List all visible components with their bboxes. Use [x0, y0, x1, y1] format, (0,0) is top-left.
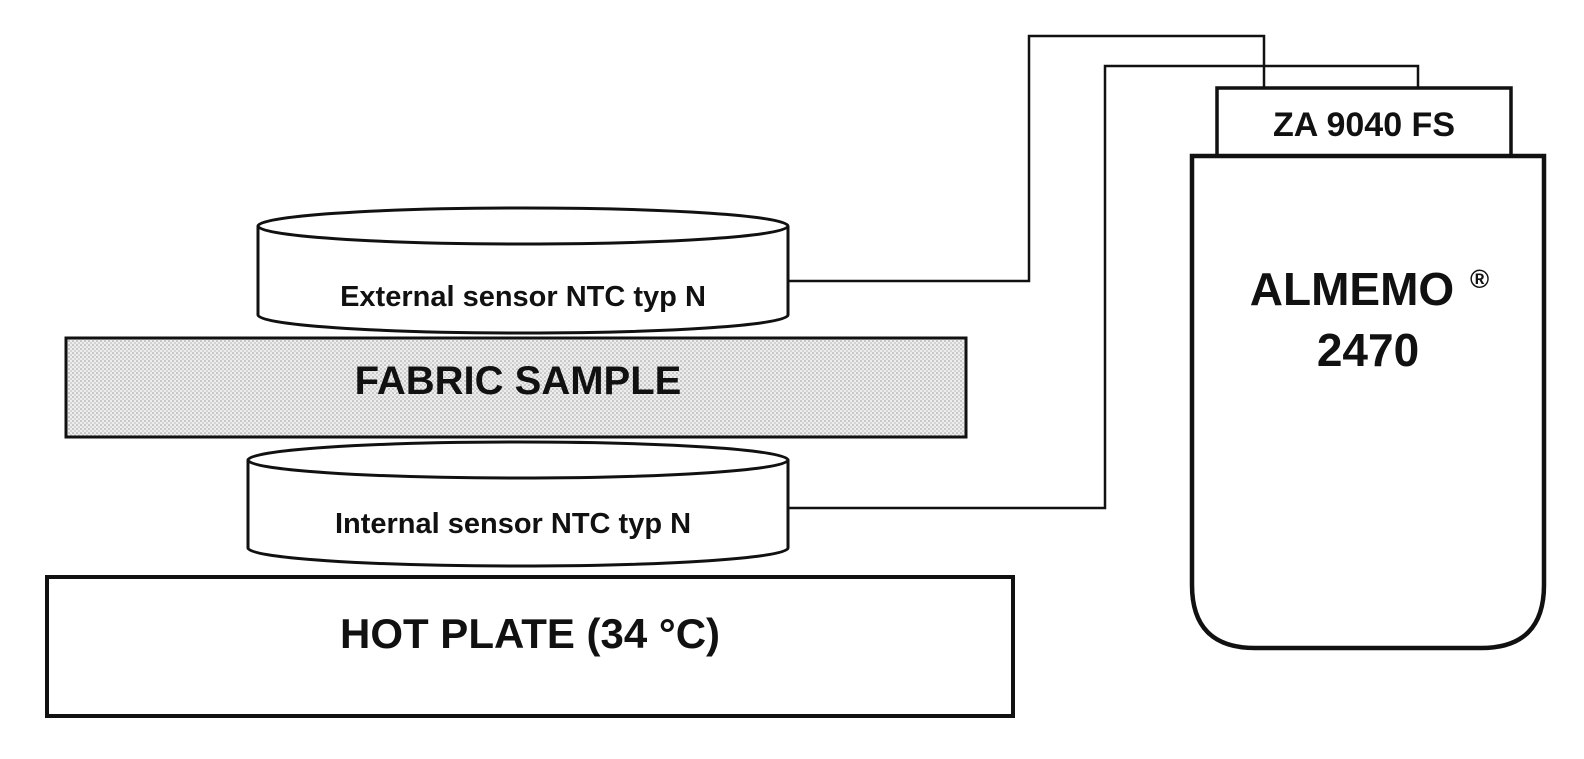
registered-mark: ® [1470, 264, 1489, 294]
internal-sensor: Internal sensor NTC typ N [246, 440, 790, 568]
device-body [1189, 153, 1547, 651]
hot-plate-label: HOT PLATE (34 °C) [340, 610, 720, 657]
connector-box [1215, 86, 1513, 158]
internal-sensor-label: Internal sensor NTC typ N [335, 508, 691, 540]
fabric-sample-label: FABRIC SAMPLE [355, 359, 682, 403]
fabric-sample: FABRIC SAMPLE [64, 336, 968, 439]
device-name: ALMEMO [1250, 263, 1454, 315]
internal-sensor-cable [788, 64, 1420, 510]
device-model: 2470 [1317, 324, 1419, 376]
external-sensor-cable [788, 34, 1266, 283]
almemo-device: ZA 9040 FS ALMEMO ® 2470 [1189, 86, 1547, 651]
hot-plate: HOT PLATE (34 °C) [45, 575, 1015, 718]
external-sensor: External sensor NTC typ N [256, 206, 790, 335]
external-sensor-label: External sensor NTC typ N [340, 281, 706, 313]
connector-label: ZA 9040 FS [1273, 106, 1455, 144]
